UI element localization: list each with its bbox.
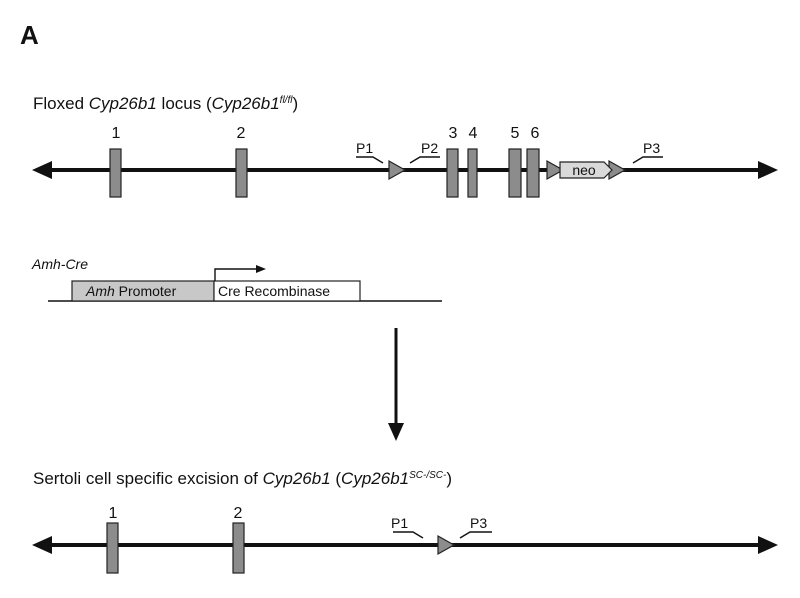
tss-arrowhead-icon	[256, 265, 266, 273]
loxp-1-icon	[388, 159, 407, 181]
svg-text:P1: P1	[356, 140, 373, 156]
right-arrowhead-icon	[758, 536, 778, 554]
exon-label-4: 4	[469, 125, 478, 142]
svg-text:P1: P1	[391, 515, 408, 531]
exon-3	[446, 148, 459, 198]
neo-cassette: neo	[559, 161, 613, 179]
neo-label: neo	[572, 162, 596, 178]
excised-primer-p1: P1	[391, 515, 424, 539]
amh-cre-title: Amh-Cre	[31, 256, 88, 272]
exon-1	[109, 148, 122, 198]
exon-6	[526, 148, 540, 198]
exon-label-2: 2	[237, 125, 246, 142]
excised-title: Sertoli cell specific excision of Cyp26b…	[33, 469, 452, 488]
svg-text:P2: P2	[421, 140, 438, 156]
tss-arrow-icon	[214, 268, 258, 281]
exon-label-6: 6	[531, 125, 540, 142]
excised-primer-p3: P3	[459, 515, 492, 539]
panel-label: A	[20, 20, 39, 50]
loxp-2-icon	[546, 159, 565, 181]
down-arrowhead-icon	[388, 423, 404, 441]
left-arrowhead-icon	[32, 161, 52, 179]
primer-p3: P3	[632, 140, 663, 164]
excised-exon-label-1: 1	[109, 505, 118, 522]
exon-label-1: 1	[112, 125, 121, 142]
svg-text:P3: P3	[643, 140, 660, 156]
right-arrowhead-icon	[758, 161, 778, 179]
exon-2	[235, 148, 248, 198]
locus-title: Floxed Cyp26b1 locus (Cyp26b1fl/fl)	[33, 94, 298, 113]
exon-4	[467, 148, 478, 198]
exon-label-5: 5	[511, 125, 520, 142]
primer-p1: P1	[356, 140, 384, 164]
left-arrowhead-icon	[32, 536, 52, 554]
excised-exon-label-2: 2	[234, 505, 243, 522]
cre-recombinase-box	[213, 280, 361, 302]
excised-locus-line	[32, 536, 778, 554]
excised-exon-2	[232, 522, 245, 574]
amh-promoter-label: Amh Promoter	[85, 283, 177, 299]
primer-p2: P2	[409, 140, 440, 164]
excised-loxp-icon	[437, 534, 456, 556]
excised-exon-1	[106, 522, 119, 574]
exon-label-3: 3	[449, 125, 458, 142]
svg-text:P3: P3	[470, 515, 487, 531]
cre-recombinase-label: Cre Recombinase	[218, 283, 330, 299]
exon-5	[508, 148, 522, 198]
